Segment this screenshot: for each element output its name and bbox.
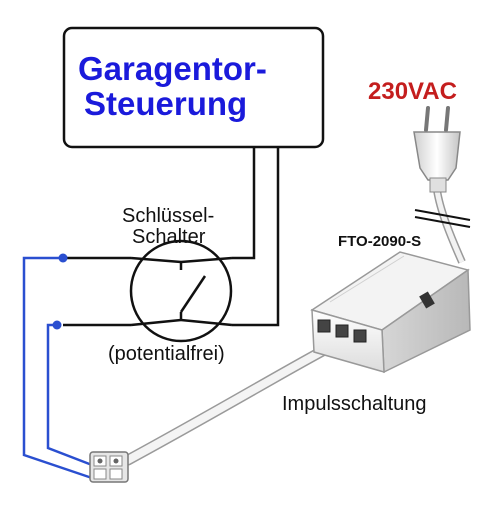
module-cable <box>122 341 336 466</box>
key-switch-symbol <box>63 239 233 343</box>
key-switch-label-line1: Schlüssel- <box>122 205 214 227</box>
controller-box <box>62 26 325 149</box>
controller-title-line1: Garagentor- <box>78 50 267 87</box>
key-switch-note: (potentialfrei) <box>108 343 225 365</box>
controller-wires <box>232 147 280 327</box>
controller-title-line2: Steuerung <box>84 85 247 122</box>
module-model-label: FTO-2090-S <box>338 233 421 250</box>
key-switch-label-line2: Schalter <box>132 226 206 248</box>
supply-voltage-label: 230VAC <box>368 78 457 105</box>
terminal-block <box>89 451 129 483</box>
cable-break-mark <box>414 209 471 228</box>
junction-dot-lower <box>52 320 62 330</box>
power-plug-icon <box>413 106 461 193</box>
module-caption: Impulsschaltung <box>282 393 427 415</box>
power-cable <box>433 189 466 264</box>
module-housing <box>310 251 471 374</box>
blue-wires <box>22 256 93 480</box>
junction-dot-upper <box>58 253 68 263</box>
